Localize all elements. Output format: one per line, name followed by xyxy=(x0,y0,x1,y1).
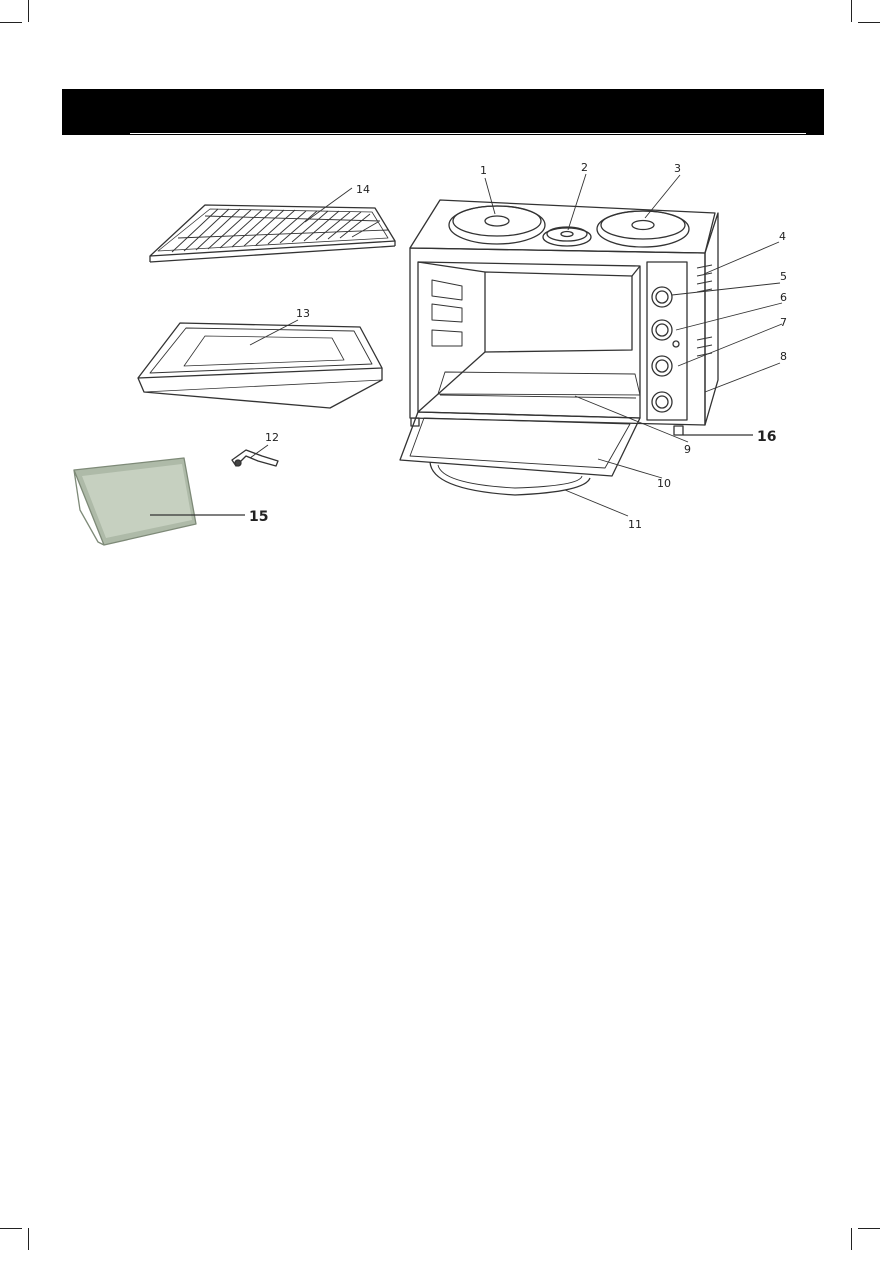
callout-2: 2 xyxy=(581,161,588,174)
callout-4: 4 xyxy=(779,230,786,243)
wire-rack xyxy=(150,205,395,262)
callout-5: 5 xyxy=(780,270,787,283)
callout-7: 7 xyxy=(780,316,787,329)
callout-13: 13 xyxy=(296,307,310,320)
callout-1: 1 xyxy=(480,164,487,177)
callout-14: 14 xyxy=(356,183,370,196)
callout-9: 9 xyxy=(684,443,691,456)
oven-body xyxy=(400,200,718,495)
callout-12: 12 xyxy=(265,431,279,444)
callout-11: 11 xyxy=(628,518,642,531)
tray-handle xyxy=(232,450,278,466)
drip-tray xyxy=(74,458,196,545)
baking-tray xyxy=(138,323,382,408)
callout-16: 16 xyxy=(757,429,776,445)
callout-8: 8 xyxy=(780,350,787,363)
callout-10: 10 xyxy=(657,477,671,490)
callout-3: 3 xyxy=(674,162,681,175)
callout-15: 15 xyxy=(249,509,268,525)
callout-6: 6 xyxy=(780,291,787,304)
